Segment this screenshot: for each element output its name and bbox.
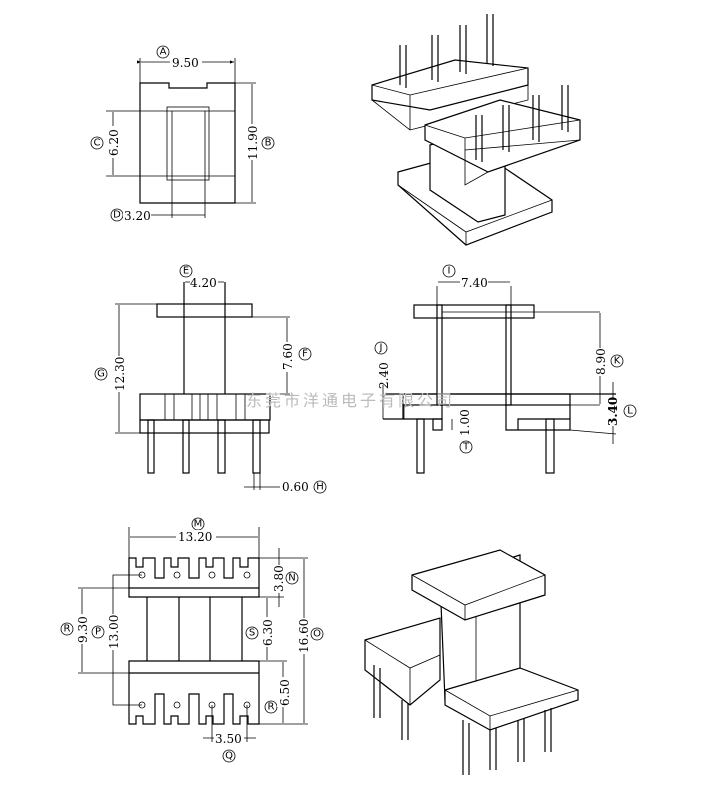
bottom-view bbox=[78, 527, 308, 742]
svg-text:D: D bbox=[113, 210, 121, 221]
svg-text:0.60: 0.60 bbox=[282, 480, 309, 494]
top-view bbox=[106, 58, 256, 218]
svg-text:H: H bbox=[316, 482, 324, 493]
svg-text:3.20: 3.20 bbox=[124, 209, 151, 223]
dim-B: 11.90 B bbox=[245, 124, 275, 160]
svg-text:M: M bbox=[194, 519, 203, 530]
svg-text:G: G bbox=[97, 369, 105, 380]
svg-text:6.20: 6.20 bbox=[107, 129, 121, 156]
isometric-view-top bbox=[371, 14, 581, 246]
dim-K: 8.90 K bbox=[594, 348, 624, 376]
svg-text:J: J bbox=[379, 343, 383, 354]
dim-A: A 9.50 bbox=[156, 45, 202, 70]
svg-text:I: I bbox=[448, 266, 451, 277]
dim-L: 3.40 L bbox=[606, 397, 637, 426]
dim-R-left: R 9.30 bbox=[60, 614, 90, 644]
svg-text:13.20: 13.20 bbox=[178, 530, 212, 544]
svg-text:T: T bbox=[462, 442, 470, 453]
svg-text:R: R bbox=[64, 624, 71, 635]
svg-text:A: A bbox=[160, 47, 167, 58]
svg-text:11.90: 11.90 bbox=[246, 126, 260, 160]
svg-text:6.30: 6.30 bbox=[261, 619, 275, 646]
svg-text:S: S bbox=[249, 628, 255, 639]
dim-P: P 13.00 bbox=[91, 614, 121, 650]
svg-text:7.60: 7.60 bbox=[281, 343, 295, 370]
dim-I: I 7.40 bbox=[442, 264, 488, 290]
watermark: 东莞市洋通电子有限公司 bbox=[246, 391, 455, 410]
svg-text:7.40: 7.40 bbox=[461, 276, 488, 290]
dim-T: 1.00T bbox=[458, 409, 473, 454]
svg-text:3.40: 3.40 bbox=[606, 397, 620, 426]
isometric-view-bottom bbox=[364, 549, 579, 775]
svg-text:E: E bbox=[183, 266, 189, 277]
dim-G: G 12.30 bbox=[94, 356, 127, 392]
svg-text:P: P bbox=[95, 627, 101, 638]
svg-text:3.50: 3.50 bbox=[215, 732, 242, 746]
svg-text:3.80: 3.80 bbox=[272, 565, 286, 592]
svg-text:K: K bbox=[614, 356, 621, 367]
svg-text:8.90: 8.90 bbox=[594, 348, 608, 375]
svg-text:9.50: 9.50 bbox=[172, 56, 199, 70]
svg-text:4.20: 4.20 bbox=[190, 276, 217, 290]
svg-text:2.40: 2.40 bbox=[377, 362, 391, 389]
svg-text:6.50: 6.50 bbox=[278, 679, 292, 706]
svg-text:L: L bbox=[627, 406, 633, 417]
svg-text:9.30: 9.30 bbox=[76, 616, 90, 643]
svg-text:F: F bbox=[302, 349, 308, 360]
side-view bbox=[382, 281, 617, 474]
dim-F: 7.60 F bbox=[280, 342, 312, 372]
svg-text:Q: Q bbox=[225, 751, 233, 762]
svg-text:12.30: 12.30 bbox=[113, 357, 127, 391]
dim-H: 0.60 H bbox=[282, 480, 327, 494]
front-view bbox=[115, 281, 290, 490]
dim-E: E4.20 bbox=[179, 264, 218, 290]
dim-C: C 6.20 bbox=[90, 126, 121, 158]
svg-text:N: N bbox=[288, 573, 295, 584]
svg-text:C: C bbox=[94, 138, 101, 149]
dim-J: J 2.40 bbox=[374, 341, 391, 389]
dim-M: M13.20 bbox=[176, 517, 216, 544]
svg-text:1.00: 1.00 bbox=[458, 409, 472, 436]
svg-text:16.60: 16.60 bbox=[297, 619, 311, 653]
svg-text:13.00: 13.00 bbox=[107, 615, 121, 649]
dim-S: S 6.30 bbox=[245, 617, 275, 647]
svg-text:R: R bbox=[268, 702, 275, 713]
dim-R-right: R6.50 bbox=[264, 677, 292, 714]
svg-text:B: B bbox=[265, 138, 272, 149]
dim-Q: 3.50Q bbox=[214, 731, 244, 763]
svg-text:O: O bbox=[313, 629, 321, 640]
